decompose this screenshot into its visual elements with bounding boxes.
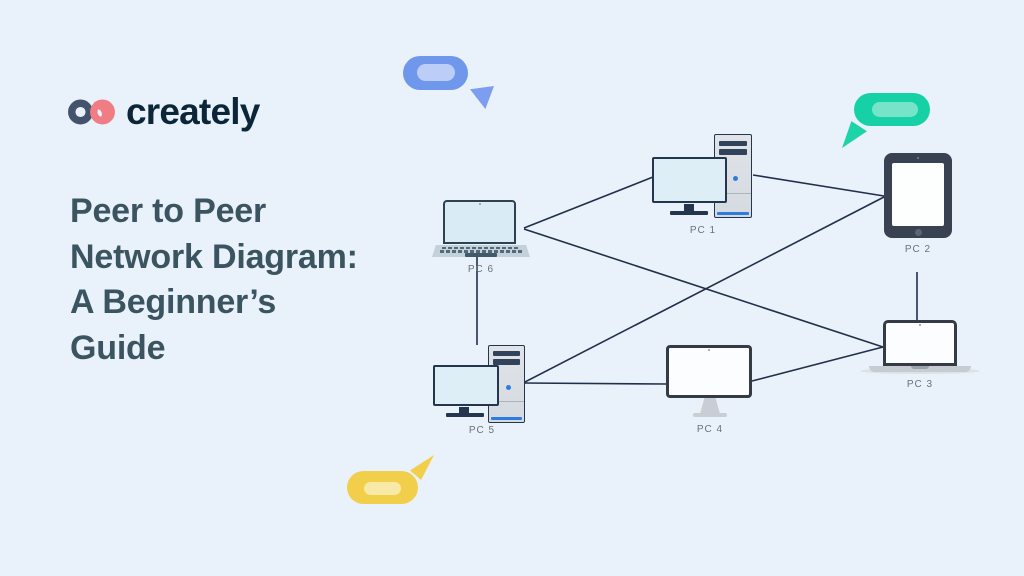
title-line-2: Network Diagram: (70, 237, 358, 276)
pc5-tower (488, 345, 525, 423)
pc6-camera-icon (478, 203, 481, 205)
title-line-4: Guide (70, 328, 166, 367)
chat-bubble-green-inner (872, 102, 918, 117)
pc6-screen (443, 200, 516, 244)
pc6-keyboard-base (432, 245, 530, 257)
node-label-pc4: PC 4 (696, 424, 724, 435)
pc6-key-row (442, 246, 520, 249)
title-line-1: Peer to Peer (70, 192, 267, 230)
pc5-drive-bay (493, 351, 520, 356)
node-pc6: PC 6 (428, 198, 534, 280)
pc4-screen (666, 345, 752, 398)
node-pc3: PC 3 (860, 318, 980, 393)
connector-pc1-pc2 (752, 174, 885, 197)
brand-name: creately (126, 91, 260, 132)
pc6-touchpad (465, 252, 497, 257)
connector-pc6-pc1 (523, 176, 654, 229)
pc3-camera-icon (919, 324, 921, 326)
node-pc4: PC 4 (660, 341, 760, 436)
chat-bubble-green (854, 93, 930, 126)
pc2-tablet (884, 153, 952, 238)
chat-bubble-yellow (347, 471, 418, 504)
creately-logo-icon (68, 99, 115, 125)
pc4-camera-icon (708, 349, 710, 351)
pc5-monitor-stand (459, 407, 469, 414)
pc4-stand (700, 398, 720, 414)
pc2-screen (892, 163, 944, 226)
pc5-monitor-base (446, 413, 484, 417)
pc1-monitor (652, 157, 727, 203)
title-line-3: A Beginner’s (70, 283, 277, 321)
pc3-base (869, 366, 971, 372)
chat-bubble-blue-tail-icon (470, 86, 494, 109)
connector-pc6-pc3 (523, 228, 884, 348)
pc4-stand-base (693, 413, 727, 417)
pc1-drive-bay (719, 141, 747, 146)
pc5-power-light (506, 385, 511, 390)
node-label-pc3: PC 3 (906, 379, 934, 390)
pc5-drive-bay (493, 359, 520, 365)
node-label-pc2: PC 2 (904, 244, 932, 255)
chat-bubble-blue-inner (417, 64, 455, 81)
pc1-power-light (733, 176, 738, 181)
pc2-camera-icon (917, 157, 919, 159)
pc2-home-button (914, 228, 922, 236)
node-pc2: PC 2 (884, 153, 952, 255)
pc3-screen (883, 320, 957, 366)
pc5-monitor (433, 365, 499, 406)
pc1-monitor-stand (684, 204, 694, 211)
node-label-pc6: PC 6 (467, 264, 495, 275)
node-label-pc5: PC 5 (468, 425, 496, 436)
pc1-monitor-base (670, 211, 708, 215)
pc6-key-row (440, 250, 522, 253)
connector-pc5-pc4 (522, 382, 667, 385)
pc1-tower-divider (715, 193, 751, 194)
pc1-drive-bay (719, 149, 747, 155)
node-pc1: PC 1 (650, 130, 756, 240)
pc5-tower-divider (489, 401, 524, 402)
pc5-tower-strip (490, 417, 523, 420)
page-title: Peer to Peer Network Diagram: A Beginner… (70, 189, 358, 371)
pc3-base-notch (911, 366, 929, 369)
chat-bubble-blue (403, 56, 468, 90)
node-pc5: PC 5 (429, 341, 535, 441)
node-label-pc1: PC 1 (689, 225, 717, 236)
pc1-tower-strip (716, 212, 750, 215)
creately-logo: creately (68, 93, 260, 131)
chat-bubble-yellow-inner (364, 482, 401, 495)
